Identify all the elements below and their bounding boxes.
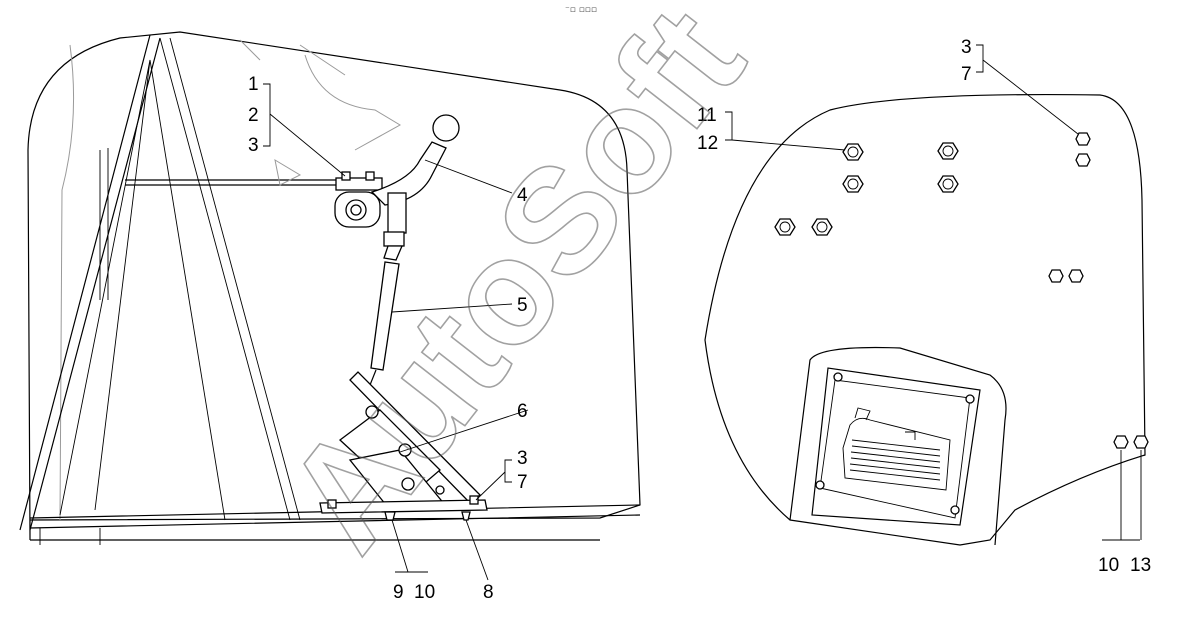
nut [811,218,833,236]
lever-pivot-bracket [334,171,383,228]
floor-panel-outline [704,93,1146,546]
spring-strut [367,192,407,391]
cab-pillar [19,34,161,531]
callout-11: 11 [697,105,717,126]
nut [1048,269,1064,283]
nut [1133,435,1149,449]
callout-8: 8 [483,582,494,603]
nut [842,143,864,161]
callout-7-pedal: 7 [517,472,528,493]
nut [1068,269,1084,283]
nut-group [774,132,1149,449]
pedal-assembly [319,371,488,521]
callout-5: 5 [517,295,528,316]
inspection-hatch [789,346,1007,546]
callout-13: 13 [1130,555,1151,576]
top-marker: ⁻▫ ▫▫▫ [565,5,597,15]
callout-4: 4 [517,185,528,206]
nut [842,175,864,193]
right-leader-lines [725,44,1142,541]
nut [1075,153,1091,167]
callout-12: 12 [697,133,718,154]
callout-10: 10 [414,582,435,603]
right-callouts: 3 7 11 12 10 13 [697,37,1151,576]
nut [1113,435,1129,449]
right-view: 3 7 11 12 10 13 [697,37,1151,576]
shift-lever-handle [370,114,460,206]
callout-3-right: 3 [961,37,972,58]
nut [937,142,959,160]
callout-2: 2 [248,105,259,126]
callout-10-right: 10 [1098,555,1119,576]
left-view: 1 2 3 4 5 6 3 7 9 10 8 [19,31,641,603]
watermark: AutoSoft [253,0,775,580]
callout-6: 6 [517,401,528,422]
callout-3: 3 [248,135,259,156]
left-callouts: 1 2 3 4 5 6 3 7 9 10 8 [248,74,528,603]
callout-9: 9 [393,582,404,603]
callout-3-pedal: 3 [517,448,528,469]
nut [774,218,796,236]
left-leader-lines [263,83,529,581]
nut [937,175,959,193]
cab-panel-outline [27,31,641,541]
callout-1: 1 [248,74,259,95]
nut [1075,132,1091,146]
callout-7-right: 7 [961,64,972,85]
